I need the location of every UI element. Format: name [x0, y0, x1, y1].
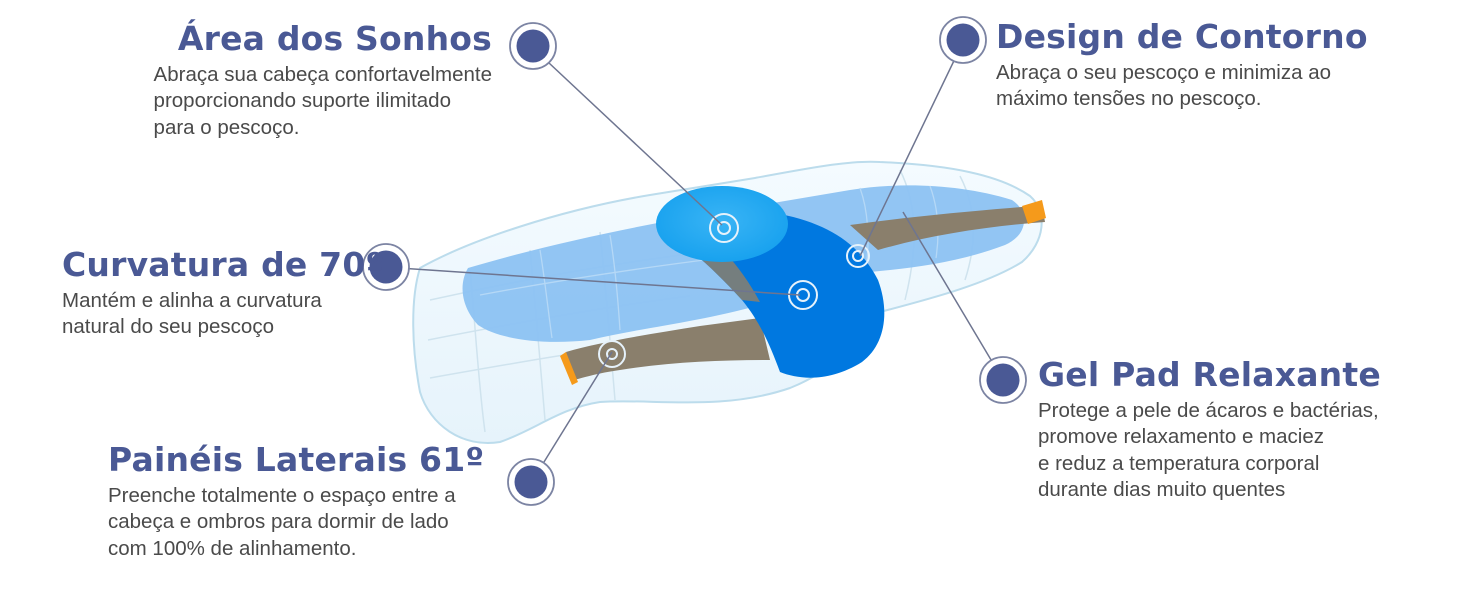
description-line: promove relaxamento e maciez — [1038, 425, 1324, 449]
description-line: para o pescoço. — [153, 115, 300, 139]
circle-marker-icon — [979, 356, 1027, 404]
side-panel-right — [850, 205, 1045, 250]
feature-title: Design de Contorno — [996, 17, 1368, 56]
description-line: Abraça o seu pescoço e minimiza ao — [996, 60, 1332, 84]
feature-design-de-contorno: Design de Contorno Abraça o seu pescoço … — [996, 18, 1368, 113]
connector-lines — [383, 41, 1004, 484]
feature-description: Mantém e alinha a curvatura natural do s… — [62, 288, 384, 341]
description-line: proporcionando suporte ilimitado — [153, 89, 451, 113]
circle-marker-icon — [939, 16, 987, 64]
feature-title: Painéis Laterais 61º — [108, 440, 485, 479]
description-line: Abraça sua cabeça confortavelmente — [153, 62, 492, 86]
side-panel-left — [566, 318, 770, 380]
description-line: Mantém e alinha a curvatura — [62, 288, 322, 312]
feature-title: Área dos Sonhos — [177, 19, 492, 58]
description-line: com 100% de alinhamento. — [108, 536, 357, 560]
description-line: Preenche totalmente o espaço entre a — [108, 483, 456, 507]
description-line: natural do seu pescoço — [62, 315, 274, 339]
feature-description: Protege a pele de ácaros e bactérias, pr… — [1038, 398, 1381, 504]
feature-title: Curvatura de 70º — [62, 245, 385, 284]
description-line: cabeça e ombros para dormir de lado — [108, 510, 449, 534]
description-line: Protege a pele de ácaros e bactérias, — [1038, 398, 1379, 422]
feature-area-dos-sonhos: Área dos Sonhos Abraça sua cabeça confor… — [154, 19, 492, 141]
feature-description: Preenche totalmente o espaço entre a cab… — [108, 483, 484, 563]
feature-gel-pad-relaxante: Gel Pad Relaxante Protege a pele de ácar… — [1038, 356, 1381, 504]
circle-marker-icon — [507, 458, 555, 506]
feature-curvatura: Curvatura de 70º Mantém e alinha a curva… — [62, 246, 384, 341]
description-line: máximo tensões no pescoço. — [996, 87, 1262, 111]
description-line: durante dias muito quentes — [1038, 478, 1286, 502]
circle-marker-icon — [362, 243, 410, 291]
description-line: e reduz a temperatura corporal — [1038, 451, 1320, 475]
feature-description: Abraça o seu pescoço e minimiza ao máxim… — [996, 60, 1368, 113]
circle-marker-icon — [509, 22, 557, 70]
feature-description: Abraça sua cabeça confortavelmente propo… — [154, 62, 492, 142]
feature-paineis-laterais: Painéis Laterais 61º Preenche totalmente… — [108, 441, 484, 562]
feature-title: Gel Pad Relaxante — [1038, 355, 1381, 394]
